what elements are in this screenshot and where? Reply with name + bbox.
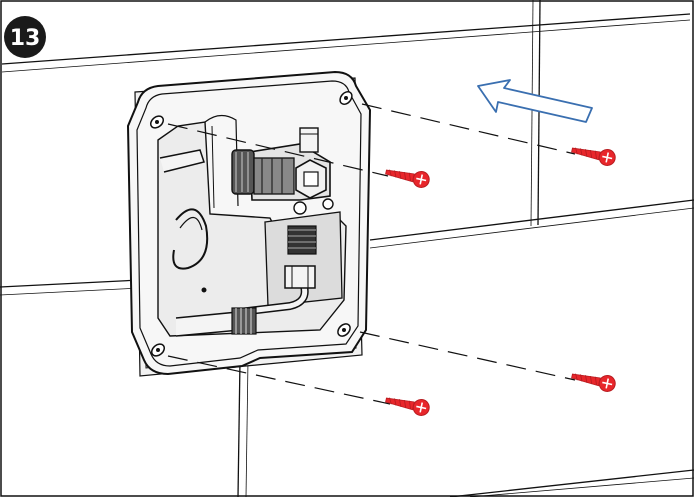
tile-grout-line bbox=[530, 0, 534, 227]
alignment-line bbox=[359, 331, 576, 381]
valve-top-stub bbox=[299, 127, 319, 153]
valve-box bbox=[157, 114, 347, 337]
cable-loop bbox=[172, 208, 209, 270]
tile-grout-line bbox=[1, 13, 691, 65]
alignment-lines bbox=[167, 103, 576, 405]
tile-grout-line bbox=[369, 207, 694, 249]
screw-icon bbox=[571, 373, 616, 392]
tile-grout-line bbox=[0, 279, 141, 288]
tile-grout-line bbox=[537, 0, 541, 226]
screw-icon bbox=[385, 397, 430, 416]
alignment-line bbox=[167, 123, 389, 177]
screw-icon bbox=[385, 169, 430, 188]
tile-grout-line bbox=[369, 199, 694, 241]
valve-inlet bbox=[231, 149, 255, 195]
tile-grout-line bbox=[237, 359, 241, 497]
tile-grout-line bbox=[449, 469, 694, 497]
tile-grout-line bbox=[469, 477, 694, 497]
tile-grout-line bbox=[1, 19, 691, 73]
alignment-line bbox=[167, 355, 391, 405]
step-number: 13 bbox=[10, 26, 41, 51]
step-badge-circle bbox=[4, 16, 46, 58]
step-badge-icon: 13 bbox=[4, 16, 46, 58]
hose-top bbox=[159, 149, 205, 173]
tile-grout-line bbox=[245, 359, 249, 497]
tile-grout-line bbox=[0, 287, 141, 296]
fitting-nut bbox=[284, 265, 316, 289]
alignment-line bbox=[361, 103, 576, 155]
direction-arrow-icon bbox=[477, 79, 593, 123]
threaded-pipe bbox=[287, 225, 317, 255]
screw-icon bbox=[571, 147, 616, 166]
